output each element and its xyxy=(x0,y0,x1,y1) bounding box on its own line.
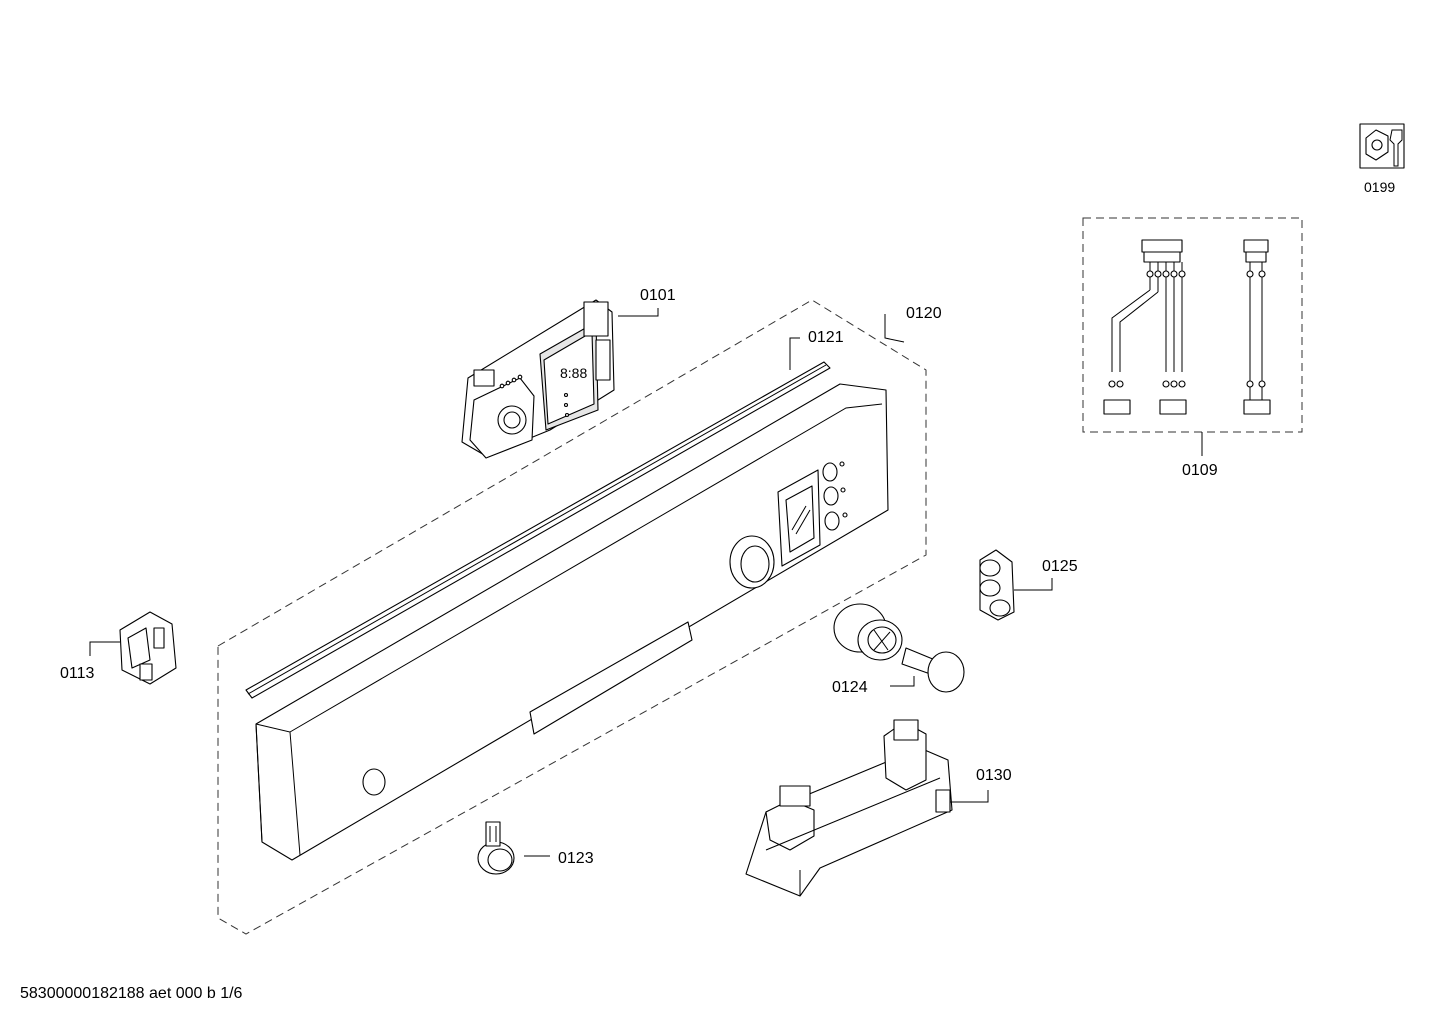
tool-kit-icon[interactable] xyxy=(1359,123,1405,169)
base-housing-part[interactable] xyxy=(745,719,953,897)
part-label-0121: 0121 xyxy=(808,329,844,346)
part-label-0120: 0120 xyxy=(906,305,942,322)
control-panel-group-outline xyxy=(217,299,927,935)
electronic-module[interactable]: 8:88 xyxy=(461,299,615,459)
part-label-0199: 0199 xyxy=(1364,179,1395,195)
control-panel-fascia[interactable] xyxy=(255,383,889,861)
small-button-part[interactable] xyxy=(477,821,515,875)
part-label-0125: 0125 xyxy=(1042,558,1078,575)
light-guide-strip[interactable] xyxy=(245,361,831,699)
wiring-harness-group[interactable] xyxy=(1082,217,1303,433)
button-cap-part[interactable] xyxy=(979,549,1015,621)
part-label-0101: 0101 xyxy=(640,287,676,304)
selector-knob-part[interactable] xyxy=(833,603,965,693)
module-display-digits: 8:88 xyxy=(560,365,587,381)
diagram-reference-footer: 58300000182188 aet 000 b 1/6 xyxy=(20,985,243,1002)
part-label-0113: 0113 xyxy=(60,665,95,682)
leader-lines xyxy=(89,308,1203,857)
side-bracket-part[interactable] xyxy=(119,611,177,685)
part-label-0130: 0130 xyxy=(976,767,1012,784)
part-label-0123: 0123 xyxy=(558,850,594,867)
part-label-0124: 0124 xyxy=(832,679,868,696)
part-label-0109: 0109 xyxy=(1182,462,1218,479)
